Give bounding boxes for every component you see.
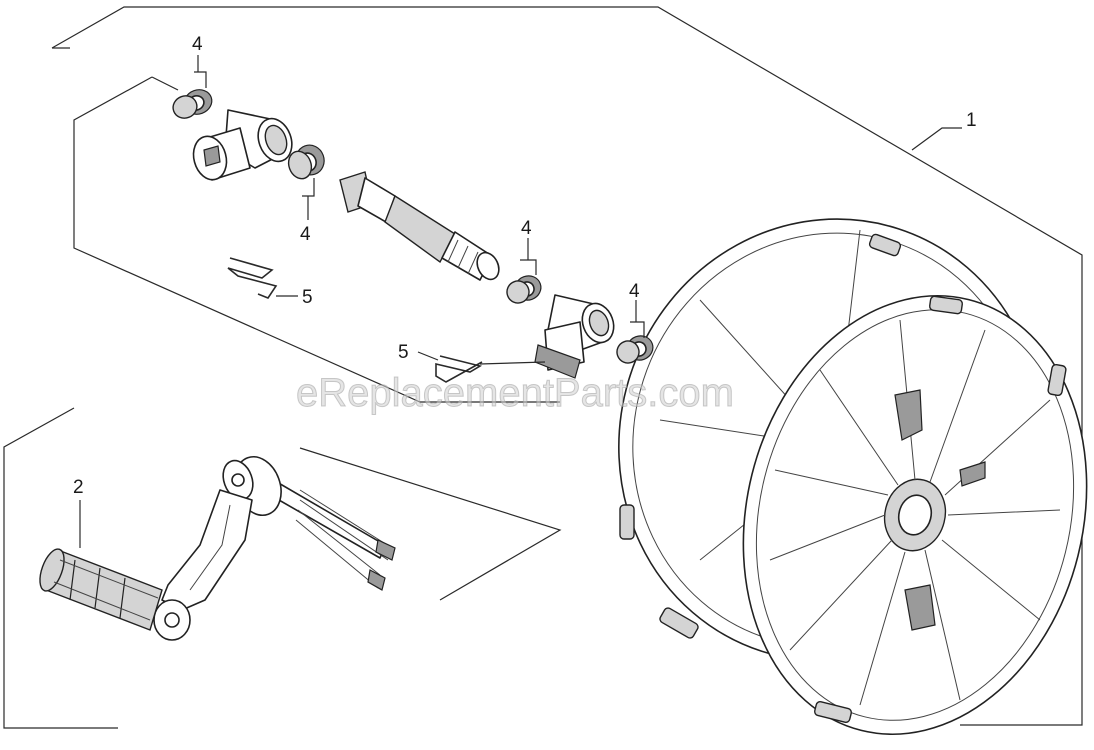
retaining-clip-right bbox=[435, 355, 483, 383]
callout-2: 2 bbox=[73, 477, 84, 498]
crank-handle bbox=[39, 456, 396, 641]
hose-reel bbox=[618, 218, 1088, 736]
o-ring-middle bbox=[287, 144, 325, 180]
crank-group-outline bbox=[3, 407, 118, 729]
retaining-clip-left bbox=[227, 257, 278, 299]
o-ring-right-lower bbox=[616, 335, 654, 364]
elbow-fitting-left bbox=[192, 109, 293, 181]
crank-grip bbox=[39, 548, 163, 631]
leader-lines bbox=[79, 55, 962, 548]
callout-5-left: 5 bbox=[302, 287, 313, 308]
callout-4-right-lower: 4 bbox=[629, 281, 640, 302]
fittings-group-outline-top bbox=[151, 76, 179, 91]
crank-group-outline-right bbox=[299, 447, 562, 601]
callout-4-middle: 4 bbox=[300, 224, 311, 245]
o-ring-top bbox=[172, 89, 213, 119]
spindle-shaft bbox=[339, 171, 500, 281]
watermark: eReplacementParts.com bbox=[296, 371, 734, 415]
assembly-outline bbox=[51, 6, 1083, 726]
callout-5-right: 5 bbox=[398, 342, 409, 363]
callout-4-top: 4 bbox=[192, 34, 203, 55]
elbow-fitting-right bbox=[534, 294, 615, 379]
reel-front-disc bbox=[742, 294, 1088, 736]
o-ring-right-upper bbox=[506, 275, 542, 304]
fittings-group-outline bbox=[73, 76, 560, 403]
callout-4-right-upper: 4 bbox=[521, 218, 532, 239]
callout-1: 1 bbox=[966, 110, 977, 131]
